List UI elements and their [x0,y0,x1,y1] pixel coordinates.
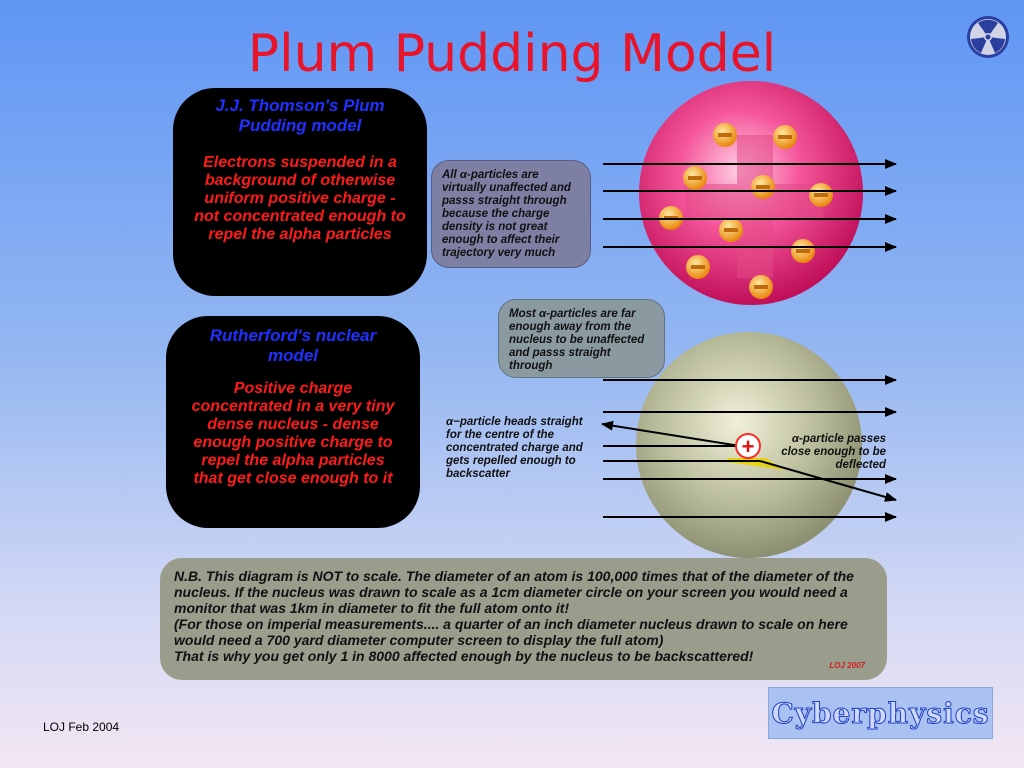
rutherford-body: Positive charge concentrated in a very t… [191,380,395,487]
thomson-body: Electrons suspended in a background of o… [194,154,406,243]
deflect-label: α-particle passes close enough to be def… [781,433,886,471]
positive-charge-cross [685,135,823,278]
note-signature: LOJ 2007 [829,661,865,670]
scale-note-line: (For those on imperial measurements.... … [174,616,848,648]
nucleus: + [735,433,761,459]
thomson-heading: J.J. Thomson's Plum Pudding model [215,96,385,135]
backscatter-label: α−particle heads straight for the centre… [446,416,583,480]
electron [751,175,775,199]
most-alpha-note: Most α-particles are far enough away fro… [498,299,665,378]
scale-note-line: That is why you get only 1 in 8000 affec… [174,648,754,664]
electron [683,166,707,190]
brand-text: Cyberphysics [771,696,990,730]
electron [713,123,737,147]
electron [773,125,797,149]
electron [809,183,833,207]
alpha-path-deflect-out [759,460,897,502]
thomson-alpha-paths [603,159,897,252]
electron [791,239,815,263]
rutherford-alpha-paths [601,375,897,522]
radiation-icon[interactable] [966,15,1010,59]
electron [686,255,710,279]
page-title: Plum Pudding Model [247,24,777,84]
rutherford-panel: Rutherford's nuclear model Positive char… [166,316,420,528]
scale-note: N.B. This diagram is NOT to scale. The d… [160,558,887,680]
electron [749,275,773,299]
all-alpha-note: All α-particles are virtually unaffected… [431,160,591,268]
nucleus-plus-sign: + [742,434,755,459]
alpha-path-backscatter-out [601,420,741,447]
rutherford-heading: Rutherford's nuclear model [209,326,377,365]
cyberphysics-logo[interactable]: Cyberphysics [768,687,993,739]
electron [719,218,743,242]
thomson-panel: J.J. Thomson's Plum Pudding model Electr… [173,88,427,296]
scale-note-line: N.B. This diagram is NOT to scale. The d… [174,568,854,616]
electrons [659,123,833,299]
footer-credit: LOJ Feb 2004 [43,720,120,734]
